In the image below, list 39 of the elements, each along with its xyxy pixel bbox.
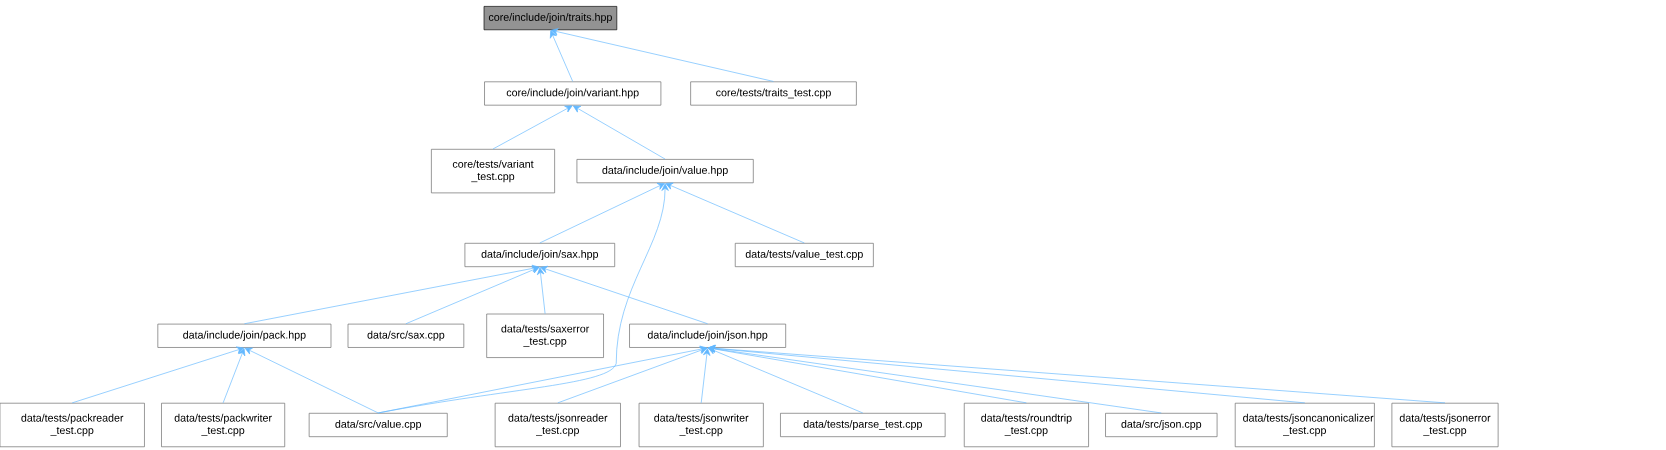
file-box: data/include/join/pack.hpp: [157, 323, 332, 348]
file-box: data/tests/packreader _test.cpp: [0, 402, 145, 448]
file-box: core/tests/traits_test.cpp: [690, 81, 857, 106]
arrow: [71, 346, 245, 404]
arrow: [405, 266, 540, 325]
arrow: [537, 267, 546, 314]
file-box: core/tests/variant _test.cpp: [431, 148, 555, 194]
file-box: data/src/sax.cpp: [347, 323, 465, 348]
arrow: [557, 346, 708, 404]
arrow: [244, 264, 540, 325]
arrow: [222, 348, 246, 404]
arrow: [708, 344, 1446, 404]
file-box: data/src/json.cpp: [1105, 412, 1218, 437]
file-box: data/tests/jsoncanonicalizer _test.cpp: [1234, 402, 1375, 448]
arrow: [549, 30, 574, 82]
file-box: data/include/join/value.hpp: [576, 159, 754, 184]
file-box: data/tests/roundtrip _test.cpp: [963, 402, 1089, 448]
file-box: data/tests/saxerror _test.cpp: [486, 313, 604, 358]
arrow: [573, 105, 666, 160]
file-box: core/include/join/variant.hpp: [484, 81, 662, 106]
file-box: data/tests/jsonwriter _test.cpp: [638, 402, 764, 448]
arrow: [244, 347, 379, 414]
file-box: data/include/join/json.hpp: [629, 323, 787, 348]
file-box: data/src/value.cpp: [308, 412, 448, 437]
arrow: [540, 265, 708, 325]
file-box: core/include/join/traits.hpp: [483, 6, 618, 31]
arrow: [665, 182, 805, 244]
arrow: [539, 182, 665, 244]
arrow: [708, 345, 1162, 414]
file-box: data/tests/parse_test.cpp: [780, 412, 946, 437]
file-box: data/tests/jsonerror _test.cpp: [1391, 402, 1499, 448]
file-box: data/include/join/sax.hpp: [464, 242, 616, 267]
arrow: [492, 105, 573, 150]
arrow: [700, 348, 711, 404]
file-box: data/tests/packwriter _test.cpp: [161, 402, 286, 448]
file-box: data/tests/value_test.cpp: [734, 242, 874, 267]
arrow: [707, 347, 864, 414]
arrow: [550, 28, 774, 82]
file-box: data/tests/jsonreader _test.cpp: [494, 402, 621, 448]
